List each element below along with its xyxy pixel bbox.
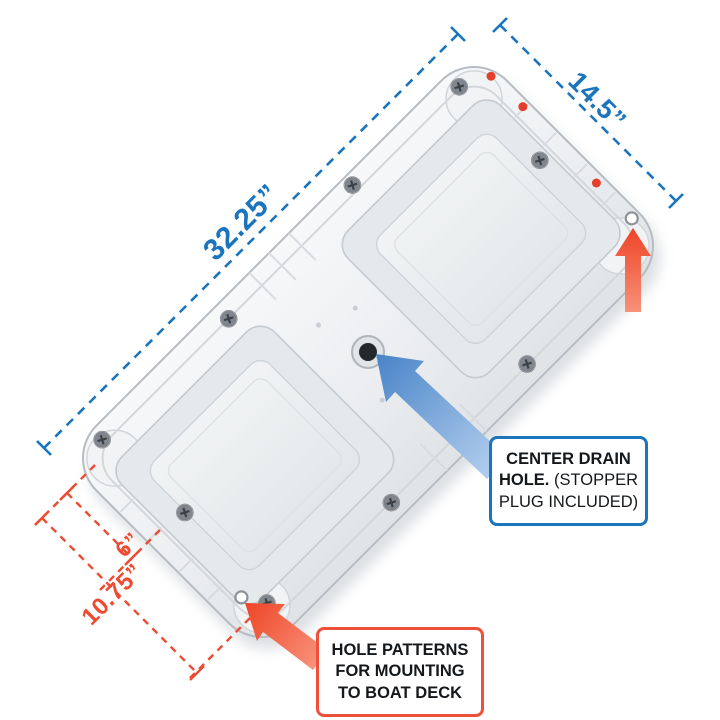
hole-pattern-ticks (34, 485, 205, 681)
dimension-width-ticks (492, 17, 684, 209)
mounting-arrow-icon (245, 603, 327, 670)
marked-mounting-holes (486, 71, 601, 188)
drain-arrow-icon (376, 354, 507, 479)
dimension-width-line (492, 17, 684, 209)
drain-hole (351, 335, 385, 369)
dimension-length-line (36, 26, 466, 456)
product-base (81, 65, 655, 639)
plug-hole-arrow-icon (615, 228, 651, 312)
hole-pattern-dimension-lines (41, 492, 198, 674)
dimension-hole-pattern-lines (34, 464, 251, 681)
drain-callout-title: CENTER DRAIN HOLE. (498, 450, 631, 490)
mounting-hole (234, 590, 249, 605)
drain-callout-note: (STOPPER PLUG INCLUDED) (498, 471, 639, 511)
drain-plug-hole (624, 211, 639, 226)
drain-hole-callout: CENTER DRAIN HOLE. (STOPPER PLUG INCLUDE… (489, 436, 648, 527)
mounting-holes-callout: HOLE PATTERNS FOR MOUNTING TO BOAT DECK (316, 627, 484, 718)
dimension-length-ticks (36, 26, 466, 456)
recessed-wells (115, 99, 621, 605)
